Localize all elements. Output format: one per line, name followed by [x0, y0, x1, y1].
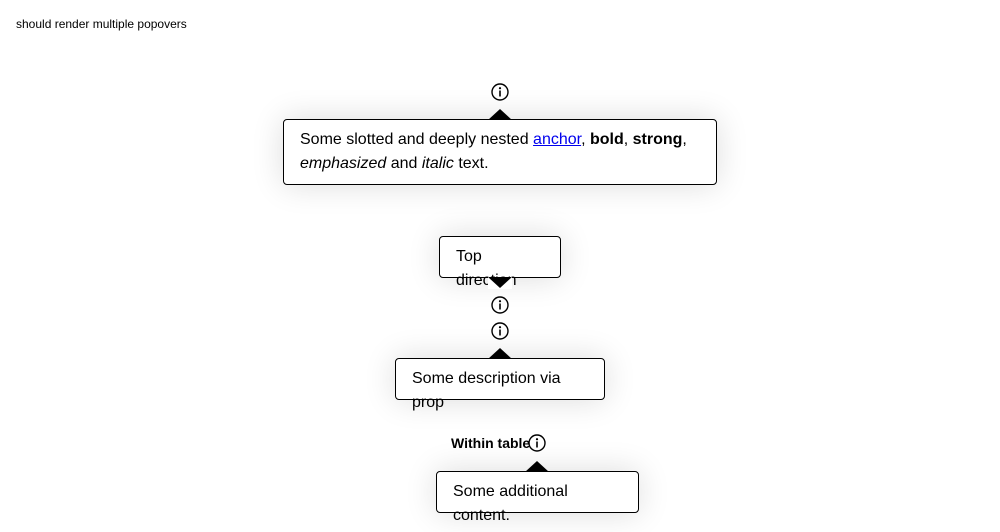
popover-2-trigger[interactable] — [490, 295, 510, 315]
popover-1-trigger[interactable] — [490, 82, 510, 102]
separator: , — [682, 131, 687, 148]
table-popover-arrow — [525, 460, 549, 472]
popover-1-text: Some slotted and deeply nested — [300, 131, 534, 148]
separator: , — [581, 131, 590, 148]
info-icon — [491, 83, 509, 101]
connector-text: and — [386, 155, 422, 172]
popover-3-trigger[interactable] — [490, 321, 510, 341]
table-popover-text: Some additional content. — [453, 483, 568, 524]
table-popover: Some additional content. — [436, 471, 639, 524]
bold-text: bold — [589, 131, 624, 148]
strong-text: strong — [632, 131, 683, 148]
popover-1-arrow — [488, 108, 512, 120]
popover-3-arrow — [488, 347, 512, 359]
italic-text: italic — [421, 155, 454, 172]
separator: , — [623, 131, 633, 148]
info-icon — [491, 322, 509, 340]
info-icon — [491, 296, 509, 314]
table-header-label: Within table — [451, 435, 531, 451]
anchor-link[interactable]: anchor — [533, 131, 582, 148]
popover-3: Some description via prop — [395, 358, 605, 411]
trailing-text: text. — [453, 155, 489, 172]
table-popover-trigger[interactable] — [527, 433, 547, 453]
popover-3-text: Some description via prop — [412, 370, 561, 411]
emphasized-text: emphasized — [300, 155, 387, 172]
page-title: should render multiple popovers — [16, 17, 187, 31]
info-icon — [528, 434, 546, 452]
popover-2-arrow — [488, 277, 512, 289]
popover-2: Top direction — [439, 236, 561, 289]
popover-1: Some slotted and deeply nested anchor, b… — [283, 119, 717, 185]
